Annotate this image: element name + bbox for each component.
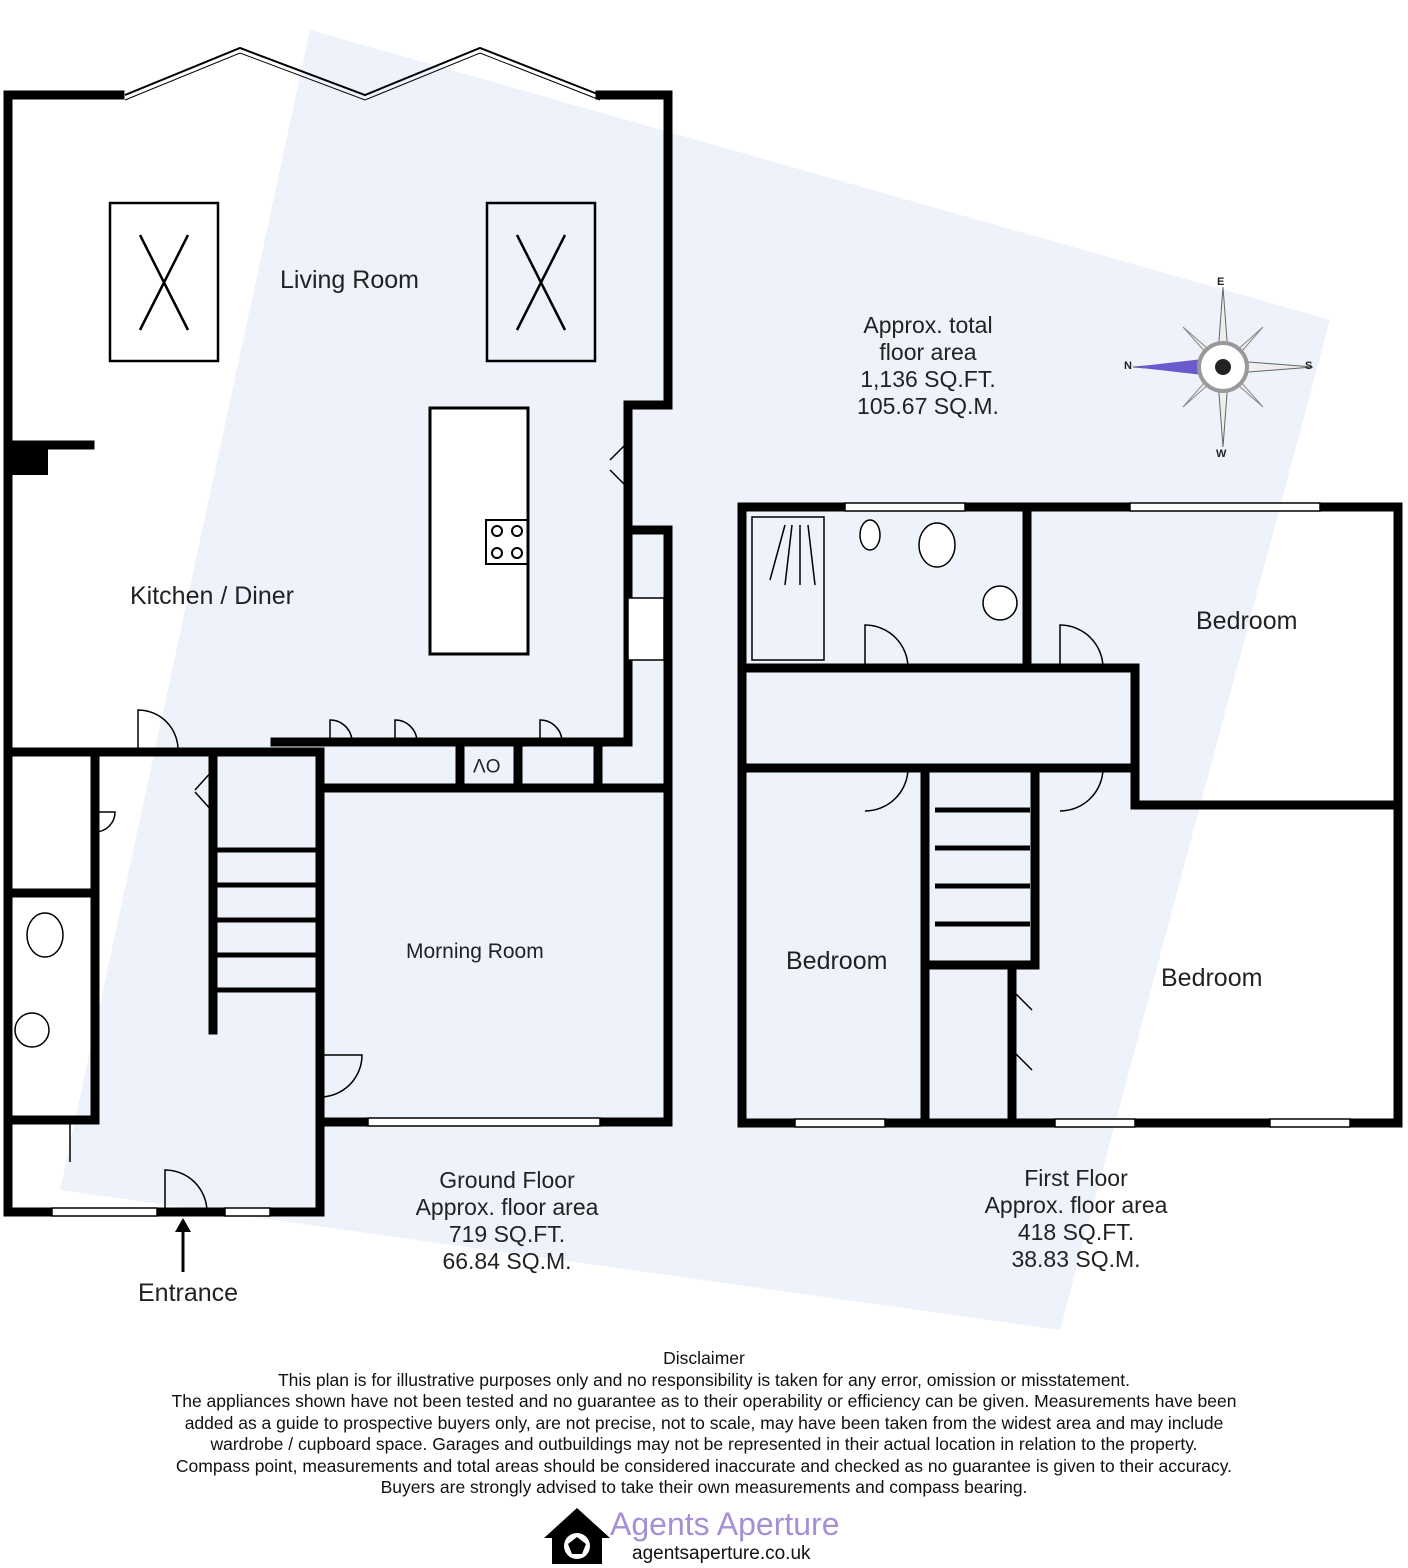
label-entrance: Entrance [138, 1279, 239, 1307]
doors [28, 439, 631, 1213]
disclaimer-line: This plan is for illustrative purposes o… [277, 1369, 1131, 1390]
total-area-sqft: 1,136 SQ.FT. [860, 366, 996, 392]
disclaimer-line: The appliances shown have not been teste… [171, 1391, 1237, 1411]
disclaimer-line: wardrobe / cupboard space. Garages and o… [210, 1434, 1198, 1454]
first-floor-area: First Floor Approx. floor area 418 SQ.FT… [966, 1165, 1186, 1273]
compass-e: E [1217, 276, 1225, 288]
disclaimer-line: Buyers are strongly advised to take thei… [380, 1477, 1028, 1497]
disclaimer-line: added as a guide to prospective buyers o… [184, 1412, 1224, 1433]
label-ov: OV [473, 754, 501, 775]
compass-icon [1132, 286, 1314, 448]
ground-floor-title: Ground Floor [439, 1167, 575, 1193]
stairs [213, 847, 321, 993]
brand-website: agentsaperture.co.uk [632, 1543, 811, 1564]
room-label-morning-room: Morning Room [406, 940, 544, 963]
room-label-bedroom: Bedroom [786, 947, 888, 975]
ground-floor-walls [3, 90, 673, 1217]
room-label-bedroom: Bedroom [1196, 607, 1298, 635]
first-floor-sqft: 418 SQ.FT. [1017, 1219, 1135, 1245]
ground-floor-sqft: 719 SQ.FT. [448, 1221, 566, 1247]
first-floor-sqm: 38.83 SQ.M. [1011, 1246, 1141, 1272]
agents-aperture-logo-icon [544, 1508, 610, 1564]
disclaimer-title: Disclaimer [663, 1348, 745, 1368]
total-area: Approx. total floor area 1,136 SQ.FT. 10… [828, 312, 1028, 420]
ground-floor-subtitle: Approx. floor area [415, 1194, 599, 1220]
first-floor-title: First Floor [1024, 1165, 1128, 1191]
compass-w: W [1216, 448, 1227, 460]
skylights [108, 201, 597, 363]
total-area-sqm: 105.67 SQ.M. [857, 393, 999, 419]
total-area-line1: Approx. total [863, 312, 993, 338]
disclaimer-line: Compass point, measurements and total ar… [175, 1455, 1233, 1476]
ground-floor-sqm: 66.84 SQ.M. [442, 1248, 572, 1274]
entrance-arrow-icon [175, 1218, 191, 1232]
sink-icon [627, 597, 665, 661]
kitchen-island [428, 406, 530, 656]
brand-name: Agents Aperture [610, 1506, 840, 1542]
total-area-line2: floor area [879, 339, 977, 365]
disclaimer: Disclaimer This plan is for illustrative… [0, 1348, 1408, 1499]
compass-s: S [1305, 360, 1313, 372]
room-label-bedroom: Bedroom [1161, 964, 1263, 992]
ground-floor-area: Ground Floor Approx. floor area 719 SQ.F… [397, 1167, 617, 1275]
first-floor-subtitle: Approx. floor area [984, 1192, 1168, 1218]
hob-icon [485, 519, 529, 565]
compass-n: N [1124, 360, 1132, 372]
room-label-kitchen-diner: Kitchen / Diner [130, 582, 294, 610]
room-label-living-room: Living Room [280, 266, 419, 294]
